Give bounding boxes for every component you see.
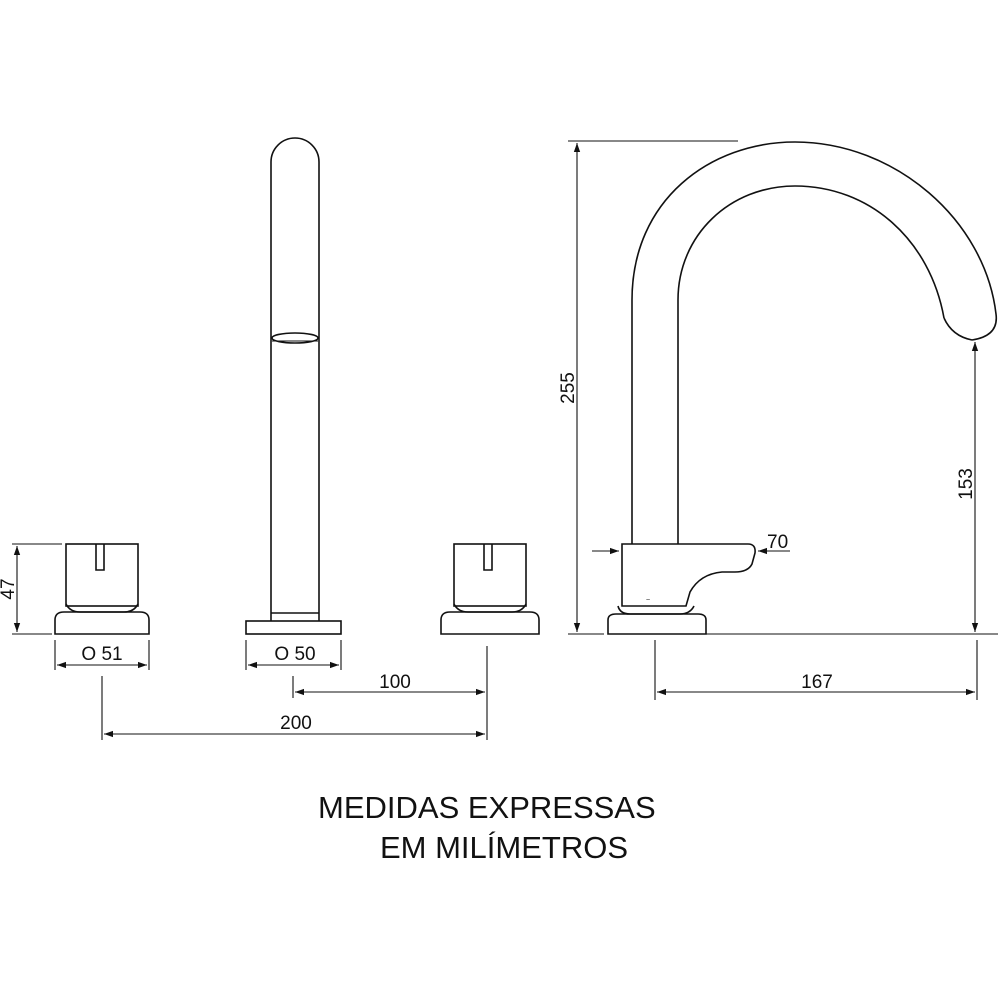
- dim-outlet-height: 153: [706, 342, 998, 635]
- dim-spout-reach: 167: [654, 640, 978, 700]
- dim-lever-depth-label: 70: [767, 532, 788, 553]
- dim-spout-diameter: O 50: [245, 640, 342, 670]
- dim-handle-height-label: 47: [0, 578, 19, 599]
- dim-spacing-100-label: 100: [379, 672, 411, 693]
- dim-spout-diameter-label: O 50: [274, 644, 315, 665]
- right-handle: [440, 543, 540, 635]
- dim-spout-reach-label: 167: [801, 672, 833, 693]
- dim-outlet-height-label: 153: [956, 468, 977, 500]
- dim-spacing-100: 100: [292, 646, 488, 740]
- dim-handle-height: 47: [0, 543, 62, 635]
- dim-lever-depth: 70: [592, 532, 790, 555]
- dim-total-height-label: 255: [558, 372, 579, 404]
- units-note-line1: MEDIDAS EXPRESSAS: [318, 790, 656, 825]
- dim-spacing-200-label: 200: [280, 713, 312, 734]
- units-note-line2: EM MILÍMETROS: [380, 830, 629, 865]
- brand-mark: ~: [646, 597, 650, 604]
- center-spout: [245, 137, 342, 635]
- dim-handle-diameter: O 51: [54, 640, 150, 670]
- side-spout: ~: [607, 141, 998, 635]
- dim-handle-diameter-label: O 51: [81, 644, 122, 665]
- dim-total-height: 255: [558, 140, 738, 635]
- left-handle: [54, 543, 150, 635]
- dim-spacing-200: 200: [101, 676, 485, 740]
